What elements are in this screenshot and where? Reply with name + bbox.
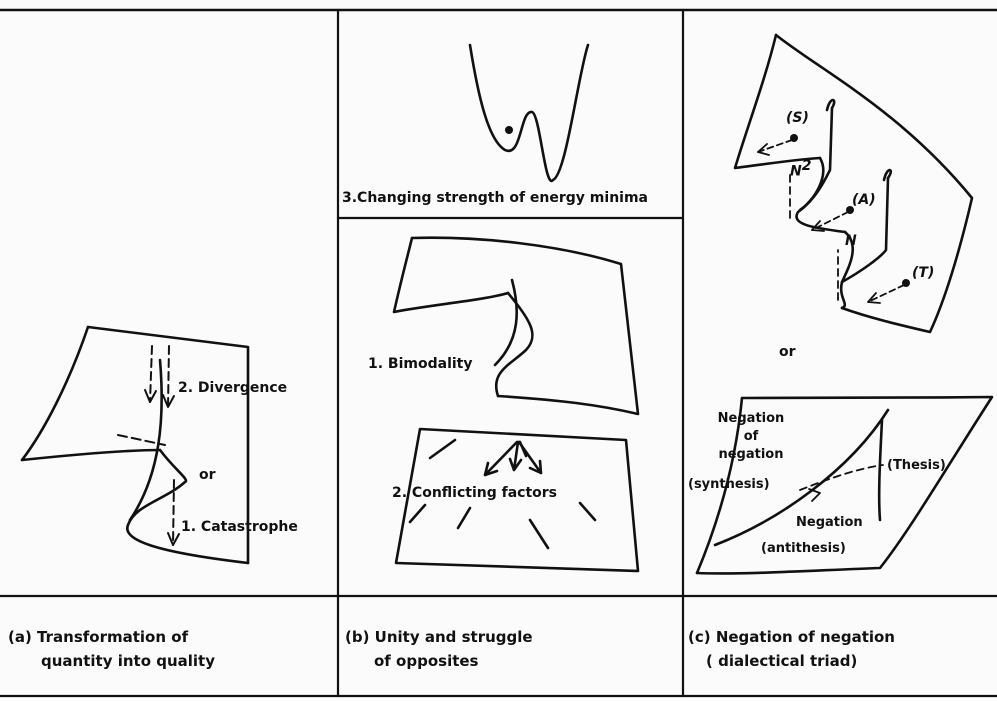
energy-ball bbox=[505, 126, 513, 134]
label-s: (S) bbox=[786, 110, 809, 126]
label-bimodality: 1. Bimodality bbox=[368, 356, 473, 372]
caption-a-line2: quantity into quality bbox=[41, 652, 215, 670]
caption-c-line2: ( dialectical triad) bbox=[706, 652, 858, 670]
caption-c-line1: (c) Negation of negation bbox=[688, 628, 895, 646]
label-t: (T) bbox=[912, 265, 935, 281]
cusp-surface-a bbox=[20, 325, 250, 565]
label-negation-of-negation-2: of bbox=[743, 429, 759, 444]
label-n2-base: N bbox=[790, 163, 802, 180]
energy-curve bbox=[468, 43, 590, 182]
label-divergence: 2. Divergence bbox=[178, 380, 288, 396]
label-energy-minima: 3.Changing strength of energy minima bbox=[342, 190, 648, 206]
label-antithesis: (antithesis) bbox=[761, 541, 846, 556]
label-n2: N2 bbox=[790, 158, 811, 180]
triad-surface bbox=[695, 395, 994, 575]
label-negation: Negation bbox=[796, 515, 863, 530]
label-thesis: (Thesis) bbox=[887, 458, 946, 473]
label-negation-of-negation-1: Negation bbox=[717, 411, 785, 426]
panel-grid bbox=[0, 8, 997, 698]
label-catastrophe: 1. Catastrophe bbox=[181, 519, 298, 535]
double-fold-surface bbox=[733, 33, 974, 334]
caption-b-line1: (b) Unity and struggle bbox=[345, 628, 533, 646]
label-or-c: or bbox=[779, 344, 796, 360]
label-a: (A) bbox=[852, 192, 876, 208]
label-synthesis: (synthesis) bbox=[688, 477, 770, 492]
bimodality-surface bbox=[392, 236, 640, 416]
caption-b-line2: of opposites bbox=[374, 652, 479, 670]
label-n: N bbox=[845, 233, 857, 249]
label-negation-of-negation-3: negation bbox=[718, 447, 784, 462]
label-n2-sup: 2 bbox=[801, 158, 812, 174]
caption-a-line1: (a) Transformation of bbox=[8, 628, 189, 646]
conflicting-plane bbox=[394, 427, 640, 573]
label-conflicting-factors: 2. Conflicting factors bbox=[392, 485, 558, 501]
label-or-a: or bbox=[199, 467, 216, 483]
